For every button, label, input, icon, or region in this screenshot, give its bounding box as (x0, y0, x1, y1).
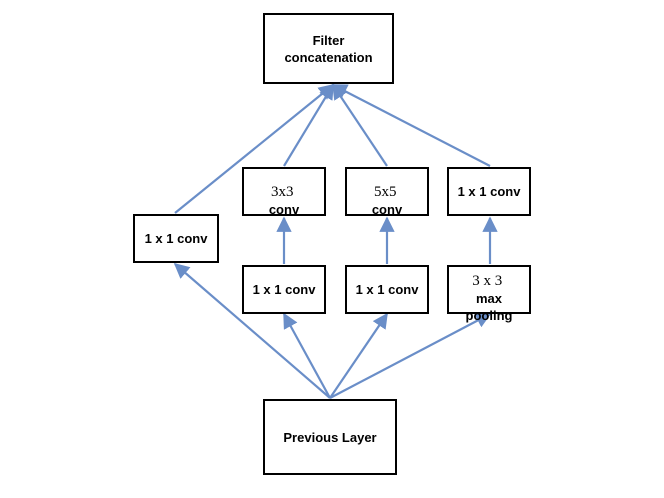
max-pooling-label-pooling: pooling (465, 308, 513, 323)
max-pooling-label-max: max (475, 291, 503, 306)
filter-concatenation-node: Filter concatenation (263, 13, 394, 84)
conv-1x1-reduce-3x3-label: 1 x 1 conv (252, 282, 316, 297)
edge-previous-to-max-pooling (329, 313, 492, 399)
edge-previous-to-1x1-reduce-5x5 (329, 312, 388, 399)
edge-1x1-right-to-concat (331, 84, 491, 167)
conv-1x1-top-right-node: 1 x 1 conv (447, 167, 531, 216)
conv-1x1-reduce-5x5-node: 1 x 1 conv (345, 265, 429, 314)
max-pooling-size: 3 x 3 (472, 273, 503, 289)
conv-3x3-label: conv (268, 201, 300, 217)
edge-3x3-to-concat (283, 83, 334, 167)
filter-concatenation-line1: Filter (312, 32, 345, 48)
conv-3x3-size: 3x3 (270, 183, 294, 200)
conv-5x5-size: 5x5 (373, 183, 397, 200)
conv-1x1-left-node: 1 x 1 conv (133, 214, 219, 263)
edge-5x5-to-concat (332, 83, 388, 167)
conv-3x3-node: 3x3 conv (242, 167, 326, 217)
conv-1x1-top-right-label: 1 x 1 conv (457, 184, 521, 199)
edge-previous-to-1x1-reduce-3x3 (283, 312, 331, 399)
edge-1x1-left-to-concat (174, 84, 335, 214)
filter-concatenation-line2: concatenation (284, 49, 373, 65)
conv-1x1-left-label: 1 x 1 conv (144, 231, 208, 246)
conv-5x5-label: conv (371, 201, 403, 217)
previous-layer-node: Previous Layer (263, 399, 397, 475)
conv-1x1-reduce-3x3-node: 1 x 1 conv (242, 265, 326, 314)
max-pooling-node: 3 x 3 max pooling (447, 265, 531, 323)
previous-layer-label: Previous Layer (283, 429, 377, 445)
edge-previous-to-1x1-left (173, 262, 331, 399)
conv-5x5-node: 5x5 conv (345, 167, 429, 217)
conv-1x1-reduce-5x5-label: 1 x 1 conv (355, 282, 419, 297)
